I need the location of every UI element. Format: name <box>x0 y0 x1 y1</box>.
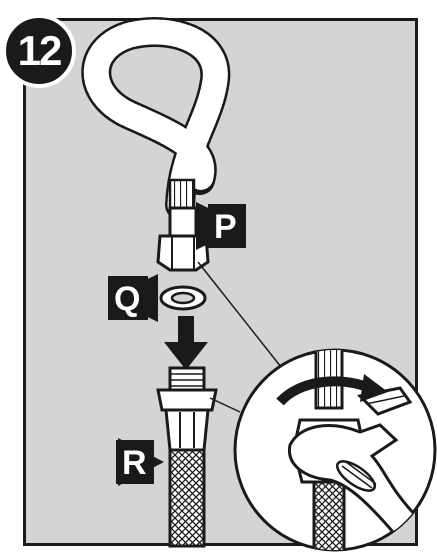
zoom-detail-circle <box>233 348 437 552</box>
push-down-arrow-icon <box>164 316 208 370</box>
callout-label-p: P <box>214 208 237 246</box>
callout-label-r: R <box>122 444 147 482</box>
leader-line <box>197 261 286 373</box>
hose-nut-fitting <box>156 206 210 272</box>
rubber-washer-icon <box>159 285 207 311</box>
threaded-fitting-icon <box>156 366 218 548</box>
step-number-badge: 12 <box>2 14 76 88</box>
leader-line <box>209 397 241 413</box>
callout-tag-p <box>208 204 246 248</box>
callout-tag-q <box>108 276 148 320</box>
callout-label-q: Q <box>114 280 141 318</box>
step-number: 12 <box>17 27 63 74</box>
rotation-arrow-icon <box>276 374 388 406</box>
flexible-hose-icon <box>81 17 231 220</box>
callout-tag-r <box>116 440 154 484</box>
